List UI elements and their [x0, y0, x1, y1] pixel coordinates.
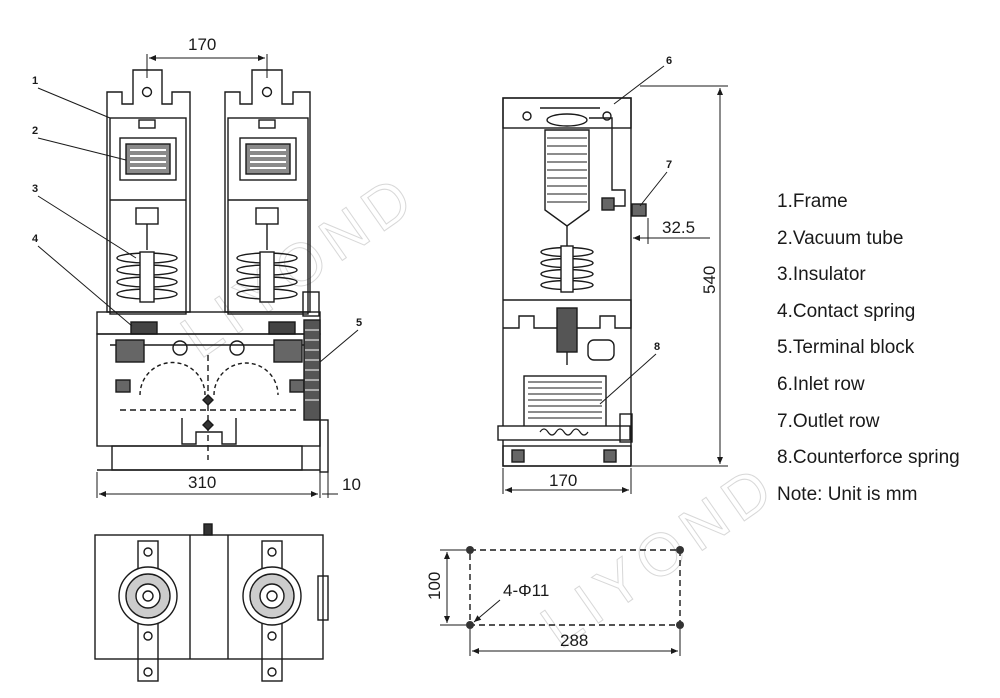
dim-side-width: 170 [549, 471, 577, 490]
callout-2: 2 [32, 125, 38, 137]
vacuum-tube-right [245, 143, 291, 175]
legend-item-terminal-block: 5.Terminal block [777, 337, 915, 359]
dim-terminal-offset: 10 [342, 475, 361, 494]
counterforce-spring-mechanism [497, 375, 633, 443]
callout-7: 7 [666, 159, 672, 171]
insulator-right [236, 251, 298, 303]
dim-base-width: 310 [188, 473, 216, 492]
legend-item-inlet-row: 6.Inlet row [777, 373, 865, 395]
mount-hole [466, 546, 684, 629]
legend-item-insulator: 3.Insulator [777, 264, 866, 286]
callout-6: 6 [666, 55, 672, 67]
side-vacuum-tube [544, 113, 590, 246]
dim-side-height: 540 [700, 266, 719, 294]
callout-3: 3 [32, 183, 38, 195]
top-view [94, 523, 329, 682]
side-view [497, 65, 728, 494]
callout-4: 4 [32, 233, 39, 245]
top-left-terminal [118, 540, 178, 682]
callout-8: 8 [654, 341, 660, 353]
insulator-left [116, 251, 178, 303]
dim-mount-holes: 4-Φ11 [503, 581, 549, 600]
side-insulator [540, 245, 594, 293]
dim-mount-depth: 100 [425, 572, 444, 600]
front-right-pole [224, 69, 311, 335]
dim-pole-spacing: 170 [188, 35, 216, 54]
callout-1: 1 [32, 75, 38, 87]
callout-5: 5 [356, 317, 362, 329]
watermark: LIYOND [169, 160, 430, 371]
legend-item-vacuum-tube: 2.Vacuum tube [777, 227, 904, 249]
parts-legend: 1.Frame 2.Vacuum tube 3.Insulator 4.Cont… [777, 188, 960, 517]
vacuum-tube-left [125, 143, 171, 175]
top-right-terminal [242, 540, 302, 682]
terminal-block [302, 291, 329, 473]
dim-side-inlet-offset: 32.5 [662, 218, 695, 237]
legend-item-outlet-row: 7.Outlet row [777, 410, 880, 432]
legend-item-frame: 1.Frame [777, 191, 848, 212]
legend-item-counterforce-spring: 8.Counterforce spring [777, 447, 960, 469]
front-view [37, 54, 359, 498]
legend-note: Note: Unit is mm [777, 483, 918, 505]
dim-mount-width: 288 [560, 631, 588, 650]
mounting-view [440, 546, 684, 656]
front-left-pole [106, 69, 191, 335]
legend-item-contact-spring: 4.Contact spring [777, 300, 916, 322]
